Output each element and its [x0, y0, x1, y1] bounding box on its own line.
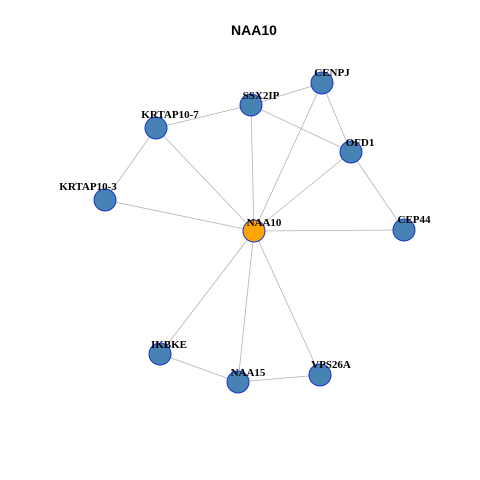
edge-naa10-krtap10-3 — [104, 199, 255, 232]
node-label-krtap10-3: KRTAP10-3 — [59, 181, 117, 193]
edge-layer — [104, 82, 405, 383]
edge-naa10-ofd1 — [253, 151, 352, 232]
node-label-ikbke: IKBKE — [151, 339, 187, 351]
node-cep44 — [392, 218, 416, 242]
edge-cenpj-ofd1 — [321, 82, 352, 153]
node-krtap10-7 — [144, 116, 168, 140]
node-ikbke — [148, 342, 172, 366]
edge-cenpj-ssx2ip — [250, 82, 323, 106]
node-label-krtap10-7: KRTAP10-7 — [141, 109, 199, 121]
edge-ofd1-cep44 — [350, 151, 405, 231]
edge-naa10-ssx2ip — [250, 104, 255, 232]
edge-ssx2ip-ofd1 — [250, 104, 352, 153]
node-naa10 — [242, 219, 266, 243]
edge-naa10-vps26a — [253, 230, 321, 376]
label-layer: NAA10 CENPJ SSX2IP KRTAP10-7OFD1KRTAP10-3CE… — [59, 67, 431, 379]
edge-krtap10-7-krtap10-3 — [104, 127, 157, 201]
edge-naa10-cep44 — [253, 229, 405, 232]
edge-naa10-cenpj — [253, 82, 323, 232]
edge-ssx2ip-krtap10-7 — [155, 104, 252, 129]
node-label-cep44: CEP44 — [398, 214, 432, 226]
node-label-ssx2ip: SSX2IP — [243, 90, 280, 102]
edge-ikbke-naa15 — [159, 353, 239, 383]
edge-naa15-vps26a — [237, 374, 321, 383]
node-naa15 — [226, 370, 250, 394]
node-label-vps26a: VPS26A — [311, 359, 351, 371]
node-ofd1 — [339, 140, 363, 164]
edge-naa10-naa15 — [237, 230, 255, 383]
node-label-cenpj: CENPJ — [314, 67, 350, 79]
node-vps26a — [308, 363, 332, 387]
graph-title: NAA10 — [231, 22, 277, 38]
edge-naa10-ikbke — [159, 230, 255, 355]
node-label-naa10: NAA10 — [247, 217, 282, 229]
node-cenpj — [310, 71, 334, 95]
edge-naa10-krtap10-7 — [155, 127, 255, 232]
node-layer — [93, 71, 416, 394]
node-label-naa15: NAA15 — [231, 367, 266, 379]
node-label-ofd1: OFD1 — [346, 137, 375, 149]
node-krtap10-3 — [93, 188, 117, 212]
node-ssx2ip — [239, 93, 263, 117]
